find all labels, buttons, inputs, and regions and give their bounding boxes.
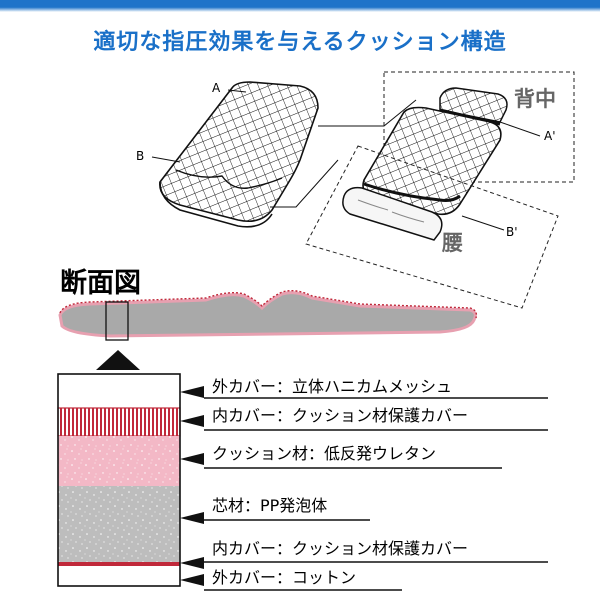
callout-b: B xyxy=(136,149,181,163)
layer-outer-mesh xyxy=(58,374,180,408)
layer-outer-cotton xyxy=(58,566,180,586)
layer-label-6: 外カバー：コットン xyxy=(204,568,402,591)
waist-label: 腰 xyxy=(441,231,463,255)
layer-label-3: クッション材：低反発ウレタン xyxy=(204,444,502,469)
back-label: 背中 xyxy=(514,87,556,111)
svg-text:内カバー：クッション材保護カバー: 内カバー：クッション材保護カバー xyxy=(212,406,468,425)
svg-text:内カバー：クッション材保護カバー: 内カバー：クッション材保護カバー xyxy=(212,539,468,558)
callout-a: A xyxy=(212,81,247,95)
layer-core xyxy=(58,486,180,562)
page-title: 適切な指圧効果を与えるクッション構造 xyxy=(93,30,507,55)
layer-inner-cover-top xyxy=(57,407,181,437)
cross-section-label: 断面図 xyxy=(60,268,141,299)
layer-label-4: 芯材：PP発泡体 xyxy=(204,496,370,521)
layer-inner-cover-bottom xyxy=(58,562,180,566)
svg-text:外カバー：立体ハニカムメッシュ: 外カバー：立体ハニカムメッシュ xyxy=(212,377,452,396)
layer-stack-frame xyxy=(57,373,181,587)
svg-text:B: B xyxy=(136,149,144,163)
layer-label-1: 外カバー：立体ハニカムメッシュ xyxy=(204,377,548,399)
assembled-cushion xyxy=(159,81,319,228)
cross-section-profile xyxy=(58,289,478,338)
layer-arrows xyxy=(180,386,204,586)
layer-urethane xyxy=(58,436,180,486)
title-bar xyxy=(0,0,600,12)
back-detail-box: 背中 xyxy=(383,71,575,183)
waist-detail-box: 腰 xyxy=(305,145,559,309)
svg-text:A: A xyxy=(212,81,221,95)
svg-text:A': A' xyxy=(544,129,556,143)
connector-line-bottom xyxy=(270,159,339,208)
callout-b-prime: B' xyxy=(461,215,518,239)
layer-label-5: 内カバー：クッション材保護カバー xyxy=(204,539,548,563)
pointer-triangle xyxy=(96,350,140,370)
layer-stack xyxy=(57,373,181,587)
layer-label-2: 内カバー：クッション材保護カバー xyxy=(204,406,548,431)
svg-text:B': B' xyxy=(506,225,518,239)
svg-text:芯材：PP発泡体: 芯材：PP発泡体 xyxy=(212,496,327,515)
part-a-prime xyxy=(439,87,508,123)
magnifier-box xyxy=(105,301,129,341)
callout-a-prime: A' xyxy=(499,121,556,143)
svg-text:外カバー：コットン: 外カバー：コットン xyxy=(212,568,356,587)
svg-text:クッション材：低反発ウレタン: クッション材：低反発ウレタン xyxy=(212,444,436,463)
part-b-prime xyxy=(342,186,443,241)
